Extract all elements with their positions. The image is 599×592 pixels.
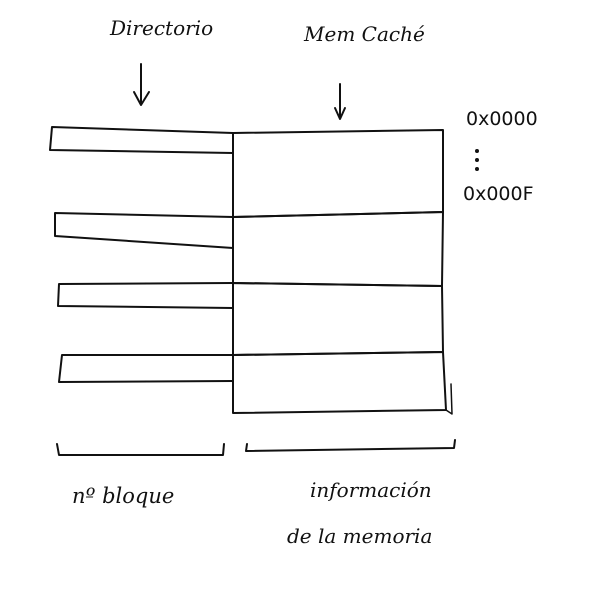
cache-memory-block <box>232 129 453 415</box>
cache-line-3 <box>232 282 444 356</box>
memory-info-label-line2: de la memoria <box>287 524 433 548</box>
cache-line-1 <box>232 129 444 218</box>
cache-line-2 <box>232 211 444 287</box>
directory-entry-2 <box>54 212 234 249</box>
address-start-label: 0x0000 <box>466 108 538 130</box>
directory-entry-1 <box>49 126 234 154</box>
block-number-label: nº bloque <box>72 484 175 508</box>
cache-arrow-icon <box>334 83 346 120</box>
address-end-label: 0x000F <box>463 183 534 205</box>
directorio-label: Directorio <box>110 16 214 40</box>
directory-entry-3 <box>57 282 234 309</box>
ellipsis-dots <box>475 149 479 171</box>
cache-line-4 <box>232 351 447 414</box>
memory-info-label-line1: información <box>310 478 432 502</box>
block-number-brace <box>56 443 225 456</box>
directory-entries <box>49 126 234 383</box>
cache-label: Mem Caché <box>304 22 425 46</box>
directory-entry-4 <box>58 354 234 383</box>
directory-arrow-icon <box>133 63 150 106</box>
memory-info-brace <box>245 439 456 452</box>
